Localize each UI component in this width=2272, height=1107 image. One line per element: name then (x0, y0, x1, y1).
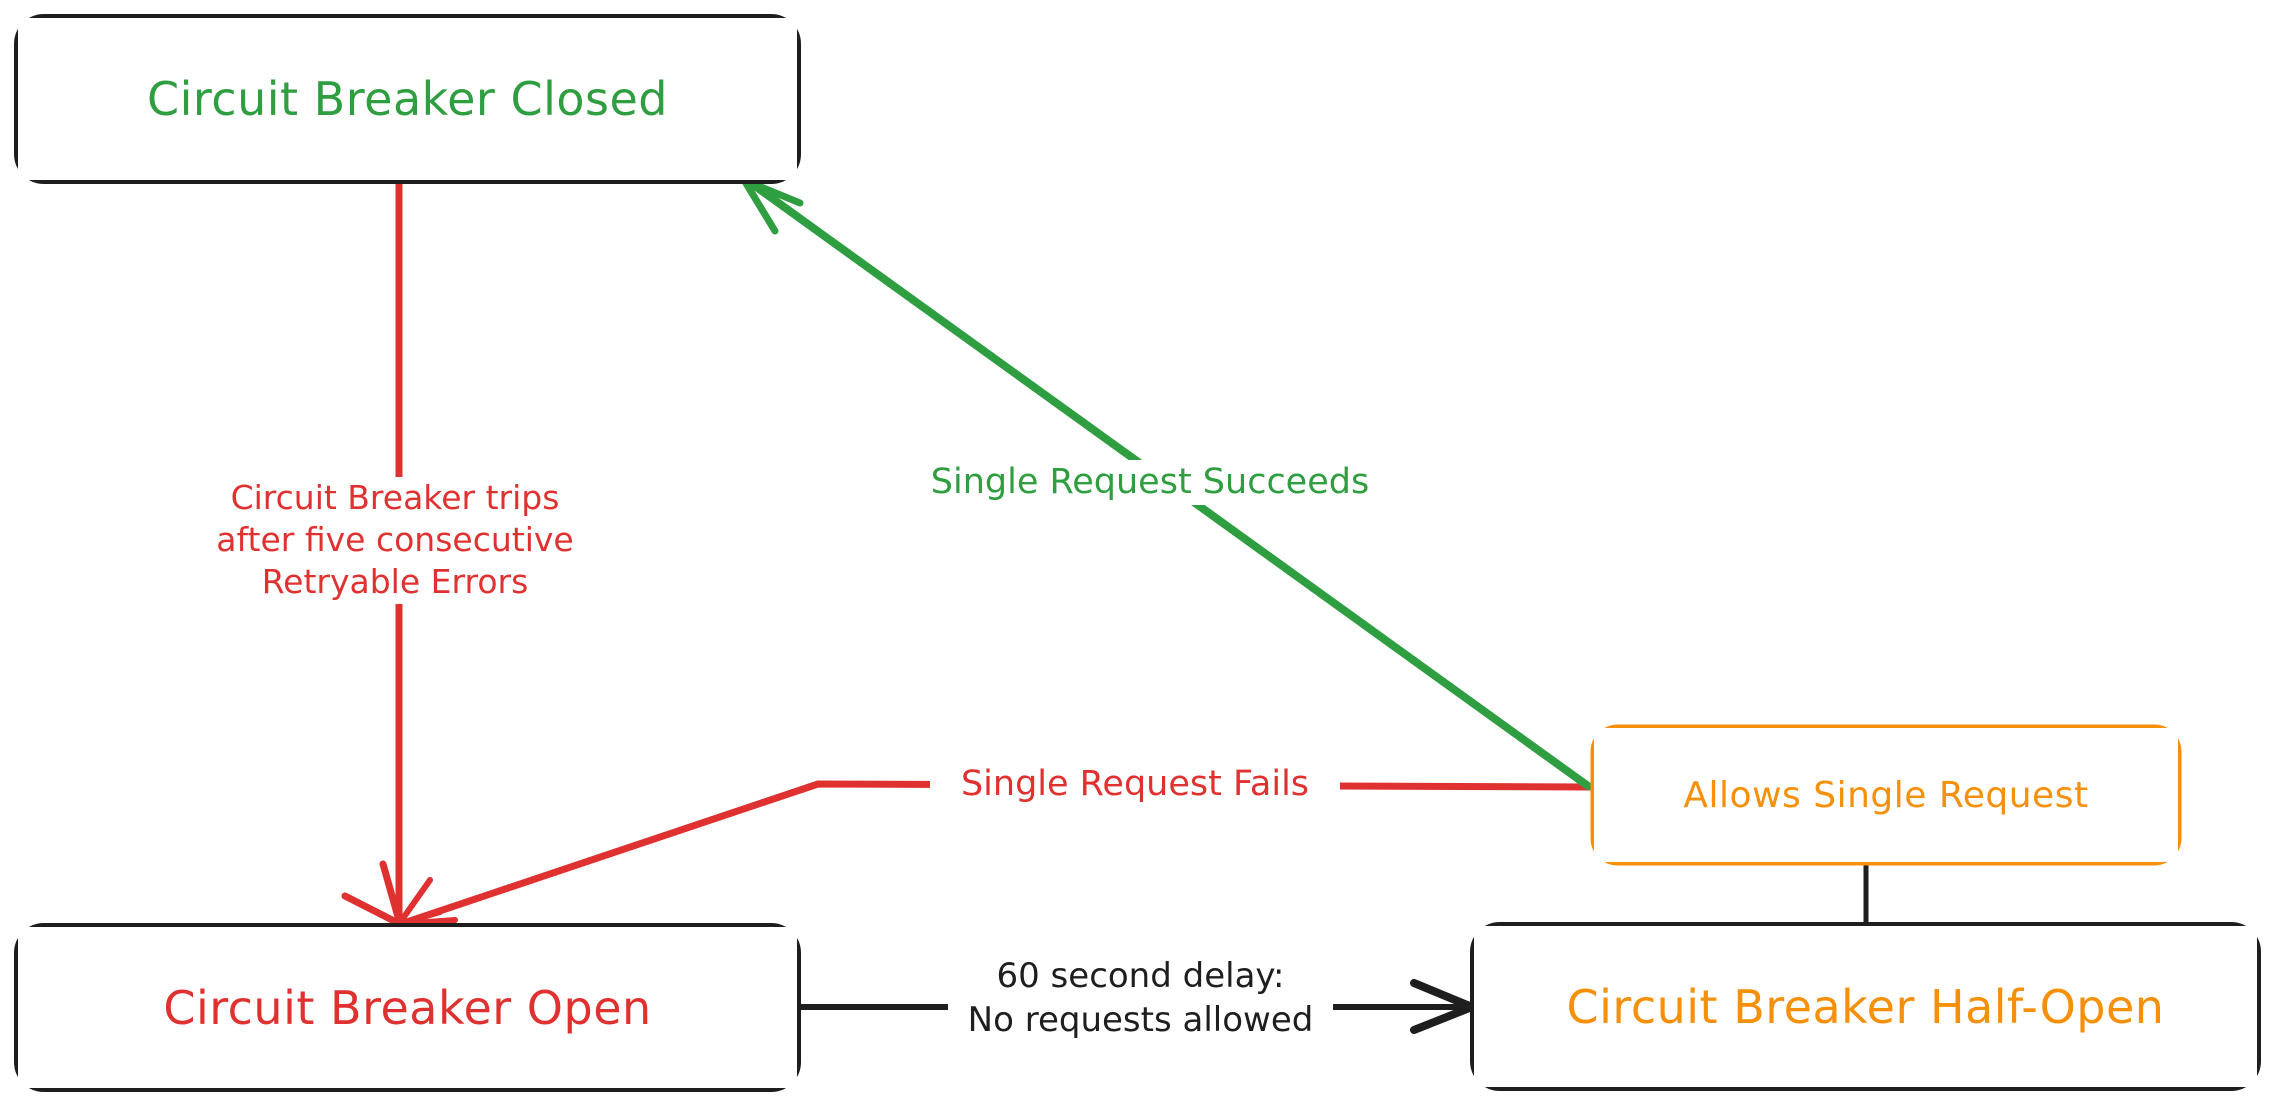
edge-label-open-to-halfopen: 60 second delay: No requests allowed (948, 955, 1333, 1043)
node-circuit-breaker-open[interactable]: Circuit Breaker Open (18, 927, 797, 1088)
node-label-halfopen: Circuit Breaker Half-Open (1566, 979, 2165, 1034)
node-label-allows: Allows Single Request (1683, 774, 2089, 816)
node-allows-single-request[interactable]: Allows Single Request (1594, 728, 2178, 862)
edge-label-allows-to-open: Single Request Fails (930, 762, 1340, 807)
node-circuit-breaker-half-open[interactable]: Circuit Breaker Half-Open (1474, 926, 2257, 1087)
edge-label-allows-to-closed: Single Request Succeeds (905, 460, 1395, 505)
node-label-open: Circuit Breaker Open (163, 980, 652, 1035)
node-circuit-breaker-closed[interactable]: Circuit Breaker Closed (18, 18, 797, 180)
node-label-closed: Circuit Breaker Closed (147, 72, 668, 126)
edge-label-closed-to-open: Circuit Breaker trips after five consecu… (175, 477, 615, 604)
